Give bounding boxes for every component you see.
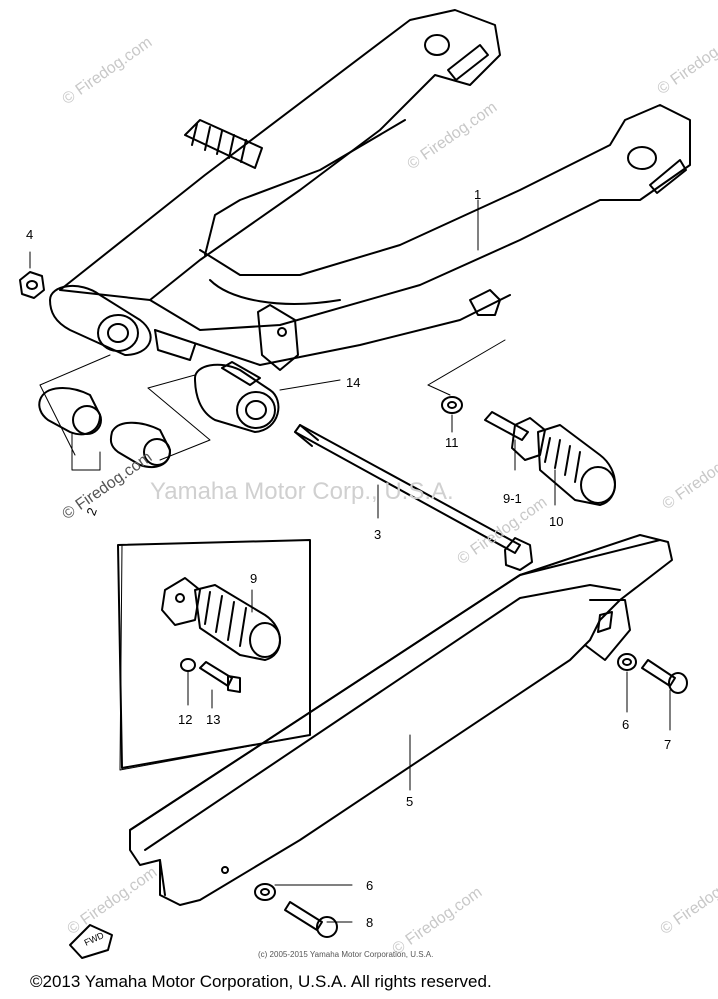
copyright-main: ©2013 Yamaha Motor Corporation, U.S.A. A… [30,972,492,991]
footrest-right [441,396,616,506]
fwd-arrow-icon [69,924,113,959]
callout-1: 1 [474,187,482,202]
callout-4: 4 [26,227,34,242]
pivot-shaft [294,424,533,571]
callout-6-lower: 6 [366,878,374,893]
copyright-small: (c) 2005-2015 Yamaha Motor Corporation, … [258,950,434,959]
callout-9: 9 [250,571,258,586]
watermark-center: Yamaha Motor Corp., U.S.A. [150,478,454,505]
callout-14: 14 [346,375,361,390]
chain-case [129,534,673,906]
footrest-top-left [184,119,263,169]
callout-12: 12 [178,712,193,727]
callout-10: 10 [549,514,564,529]
callout-6-upper: 6 [622,717,630,732]
callout-7: 7 [664,737,672,752]
callout-8: 8 [366,915,374,930]
nut [19,271,45,299]
callout-5: 5 [406,794,414,809]
collar [194,361,280,433]
inset-box [117,539,311,769]
bolt-lower [254,883,338,938]
callout-13: 13 [206,712,221,727]
bushings [38,387,171,469]
bolt-upper [617,653,688,694]
callout-3: 3 [374,527,382,542]
swingarm [49,9,691,371]
callout-9-1: 9-1 [503,491,522,506]
reference-lines [29,199,671,923]
callout-11: 11 [445,435,459,450]
fwd-marker-text: FWD [83,930,106,948]
